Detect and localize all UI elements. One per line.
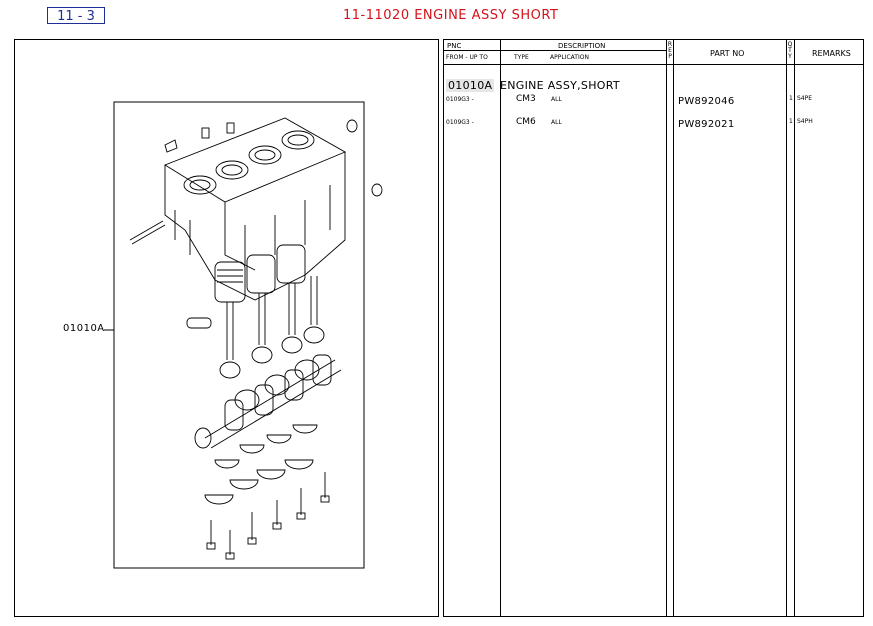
row-type: CM3 (516, 94, 536, 104)
row-application: ALL (551, 119, 562, 126)
group-pnc: 01010A (446, 79, 495, 92)
page-title: 11-11020 ENGINE ASSY SHORT (343, 8, 559, 23)
header-remarks: REMARKS (812, 49, 851, 58)
group-description: ENGINE ASSY,SHORT (500, 79, 620, 92)
page-reference-box: 11 - 3 (47, 7, 105, 24)
parts-table: PNC FROM - UP TO DESCRIPTION TYPE APPLIC… (443, 39, 864, 617)
row-type: CM6 (516, 117, 536, 127)
header-application: APPLICATION (550, 54, 589, 61)
header-type: TYPE (514, 54, 529, 61)
callout-label: 01010A (63, 323, 105, 334)
header-from-up-to: FROM - UP TO (446, 54, 488, 61)
col-divider (673, 40, 674, 616)
header-description: DESCRIPTION (558, 42, 606, 50)
row-qty: 1 (789, 118, 793, 125)
drawing-frame (113, 101, 365, 569)
cylinder-block-drawing (129, 117, 383, 560)
engine-assembly-drawing (104, 101, 383, 569)
header-part-no: PART NO (710, 49, 745, 58)
col-divider (794, 40, 795, 616)
row-application: ALL (551, 96, 562, 103)
col-divider (666, 40, 667, 616)
row-remarks: S4PH (797, 118, 813, 125)
col-divider (500, 40, 501, 616)
col-divider (786, 40, 787, 616)
row-from: 0109G3 - (446, 96, 474, 103)
header-pnc: PNC (447, 42, 462, 50)
row-from: 0109G3 - (446, 119, 474, 126)
row-qty: 1 (789, 95, 793, 102)
row-part-no[interactable]: PW892046 (678, 96, 735, 107)
header-mid-line (444, 50, 666, 51)
illustration-panel: 01010A (14, 39, 439, 617)
row-part-no[interactable]: PW892021 (678, 119, 735, 130)
row-remarks: S4PE (797, 95, 813, 102)
header-bottom-line (444, 64, 863, 65)
